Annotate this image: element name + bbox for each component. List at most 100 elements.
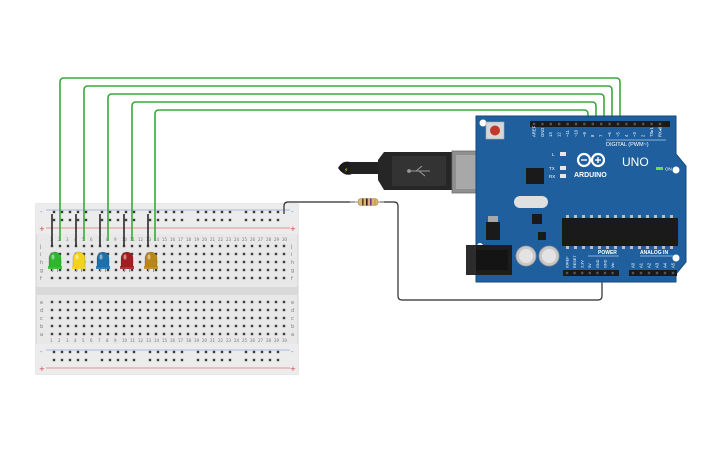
bb-hole[interactable]	[162, 324, 166, 328]
bb-hole[interactable]	[66, 332, 70, 336]
rail-hole[interactable]	[252, 210, 256, 214]
bb-hole[interactable]	[194, 316, 198, 320]
led[interactable]	[48, 251, 62, 272]
bb-hole[interactable]	[186, 300, 190, 304]
bb-hole[interactable]	[66, 276, 70, 280]
bb-hole[interactable]	[226, 324, 230, 328]
bb-hole[interactable]	[218, 252, 222, 256]
rail-hole[interactable]	[196, 358, 200, 362]
breadboard[interactable]: - + - + - + - + 112233445566778899101011…	[35, 203, 299, 375]
bb-hole[interactable]	[178, 316, 182, 320]
rail-hole[interactable]	[244, 358, 248, 362]
bb-hole[interactable]	[274, 268, 278, 272]
rail-hole[interactable]	[164, 358, 168, 362]
bb-hole[interactable]	[138, 244, 142, 248]
bb-hole[interactable]	[58, 308, 62, 312]
rail-hole[interactable]	[52, 358, 56, 362]
bb-hole[interactable]	[202, 260, 206, 264]
bb-hole[interactable]	[74, 332, 78, 336]
bb-hole[interactable]	[66, 252, 70, 256]
bb-hole[interactable]	[154, 244, 158, 248]
bb-hole[interactable]	[234, 332, 238, 336]
rail-hole[interactable]	[172, 218, 176, 222]
bb-hole[interactable]	[90, 244, 94, 248]
bb-hole[interactable]	[122, 308, 126, 312]
bb-hole[interactable]	[146, 300, 150, 304]
bb-hole[interactable]	[266, 268, 270, 272]
rail-hole[interactable]	[268, 350, 272, 354]
bb-hole[interactable]	[258, 276, 262, 280]
rail-hole[interactable]	[220, 218, 224, 222]
bb-hole[interactable]	[98, 332, 102, 336]
rail-hole[interactable]	[204, 210, 208, 214]
bb-hole[interactable]	[122, 332, 126, 336]
led-group[interactable]	[48, 251, 158, 272]
bb-hole[interactable]	[250, 324, 254, 328]
rail-hole[interactable]	[172, 210, 176, 214]
bb-hole[interactable]	[234, 244, 238, 248]
rail-hole[interactable]	[132, 358, 136, 362]
rail-hole[interactable]	[100, 210, 104, 214]
wire-pin13[interactable]	[59, 77, 621, 241]
rail-hole[interactable]	[244, 218, 248, 222]
bb-hole[interactable]	[130, 268, 134, 272]
bb-hole[interactable]	[114, 324, 118, 328]
wire-pin12[interactable]	[83, 85, 613, 241]
bb-hole[interactable]	[282, 252, 286, 256]
bb-hole[interactable]	[90, 300, 94, 304]
rail-hole[interactable]	[52, 218, 56, 222]
rail-hole[interactable]	[260, 210, 264, 214]
bb-hole[interactable]	[234, 260, 238, 264]
bb-hole[interactable]	[162, 252, 166, 256]
bb-hole[interactable]	[274, 276, 278, 280]
bb-hole[interactable]	[258, 332, 262, 336]
bb-hole[interactable]	[114, 244, 118, 248]
rail-hole[interactable]	[204, 218, 208, 222]
bb-hole[interactable]	[242, 260, 246, 264]
bb-hole[interactable]	[178, 260, 182, 264]
bb-hole[interactable]	[218, 332, 222, 336]
bb-hole[interactable]	[210, 260, 214, 264]
bb-hole[interactable]	[114, 332, 118, 336]
bb-hole[interactable]	[242, 332, 246, 336]
bb-hole[interactable]	[114, 252, 118, 256]
rail-hole[interactable]	[196, 210, 200, 214]
bb-hole[interactable]	[226, 316, 230, 320]
bb-hole[interactable]	[210, 268, 214, 272]
rail-hole[interactable]	[260, 350, 264, 354]
bb-hole[interactable]	[242, 244, 246, 248]
bb-hole[interactable]	[258, 316, 262, 320]
bb-hole[interactable]	[210, 324, 214, 328]
bb-hole[interactable]	[258, 268, 262, 272]
bb-hole[interactable]	[90, 268, 94, 272]
bb-hole[interactable]	[234, 324, 238, 328]
bb-hole[interactable]	[106, 300, 110, 304]
bb-hole[interactable]	[122, 324, 126, 328]
rail-hole[interactable]	[124, 210, 128, 214]
rail-hole[interactable]	[252, 218, 256, 222]
signal-wires[interactable]	[59, 77, 621, 241]
bb-hole[interactable]	[162, 308, 166, 312]
bb-hole[interactable]	[106, 276, 110, 280]
bb-hole[interactable]	[282, 244, 286, 248]
bb-hole[interactable]	[226, 260, 230, 264]
bb-hole[interactable]	[66, 308, 70, 312]
bb-hole[interactable]	[186, 324, 190, 328]
led[interactable]	[96, 251, 110, 272]
bb-hole[interactable]	[202, 252, 206, 256]
bb-hole[interactable]	[242, 268, 246, 272]
bb-hole[interactable]	[90, 260, 94, 264]
rail-hole[interactable]	[220, 210, 224, 214]
bb-hole[interactable]	[242, 276, 246, 280]
bb-hole[interactable]	[266, 244, 270, 248]
rail-hole[interactable]	[100, 358, 104, 362]
bb-hole[interactable]	[178, 332, 182, 336]
bb-hole[interactable]	[138, 316, 142, 320]
bb-hole[interactable]	[82, 300, 86, 304]
bb-hole[interactable]	[66, 260, 70, 264]
rail-hole[interactable]	[268, 358, 272, 362]
bb-hole[interactable]	[234, 252, 238, 256]
bb-hole[interactable]	[234, 316, 238, 320]
bb-hole[interactable]	[194, 324, 198, 328]
